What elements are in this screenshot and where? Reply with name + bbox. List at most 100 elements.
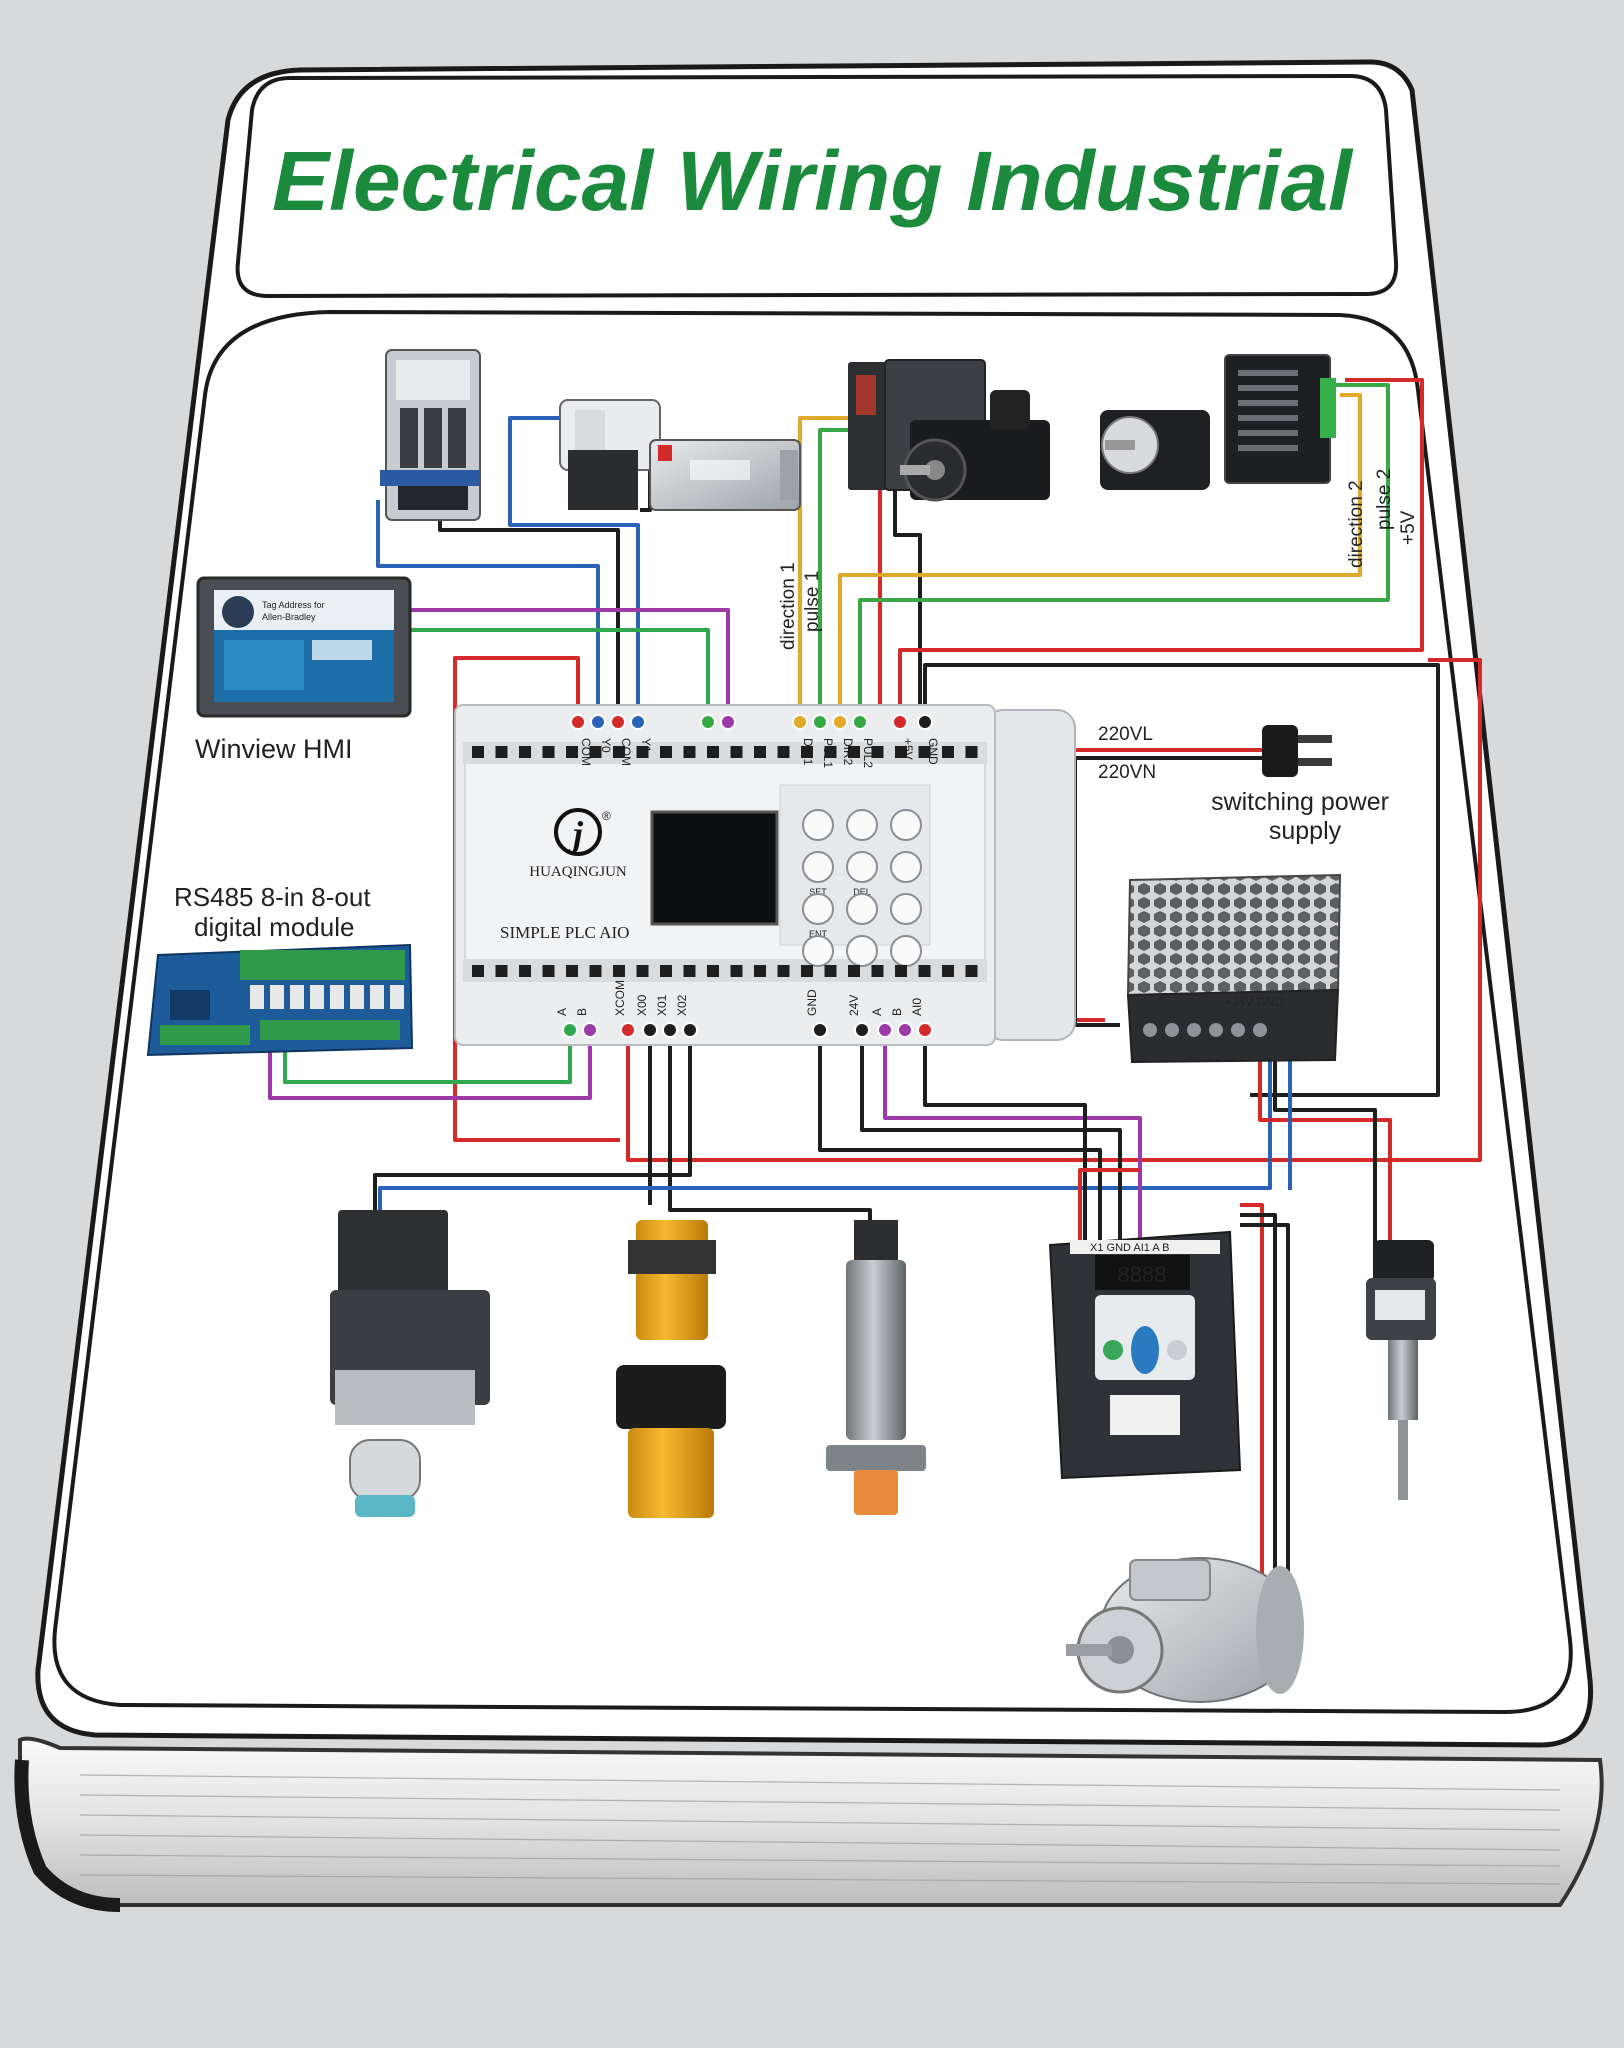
cover-title: Electrical Wiring Industrial	[272, 134, 1354, 228]
plc-screw	[777, 746, 790, 758]
plc-bottom-terminal	[917, 1022, 933, 1038]
plc-key	[846, 935, 878, 967]
plc-screw	[566, 746, 578, 758]
wire-stepper-yellow	[838, 393, 1362, 722]
plc-screw	[942, 746, 954, 758]
plc-top-terminal	[700, 714, 716, 730]
title-banner: Electrical Wiring Industrial	[235, 73, 1399, 299]
plc-logo-registered: ®	[602, 809, 611, 823]
plc-top-terminal	[720, 714, 736, 730]
vfd-inverter: X1 GND AI1 A B 8888	[1048, 1230, 1242, 1480]
plc-screw	[542, 746, 555, 758]
plc-key	[890, 809, 922, 841]
plc-bottom-terminal-label: B	[890, 1008, 904, 1016]
plc-key	[802, 851, 834, 883]
label-220vn: 220VN	[1098, 762, 1156, 783]
plc-screw	[589, 965, 602, 977]
wire-rs485-purple	[268, 1030, 592, 1100]
plc-top-terminal	[792, 714, 808, 730]
plc-key	[846, 851, 878, 883]
plc-key-label: SET	[809, 887, 827, 897]
plc-screw	[754, 746, 766, 758]
plc-bottom-terminal-label: X02	[675, 994, 689, 1016]
servo-drive-and-motor	[848, 359, 1050, 502]
label-220vl: 220VL	[1098, 724, 1153, 745]
plc-screw	[965, 746, 978, 758]
wire-rs485-green	[283, 1030, 572, 1084]
wire-stepper-green	[858, 383, 1390, 722]
plc-brand: HUAQINGJUN	[529, 864, 627, 880]
plc-top-terminal	[610, 714, 626, 730]
label-psu-line1: switching power	[1211, 788, 1389, 816]
plc-top-terminal	[852, 714, 868, 730]
plc-key	[846, 809, 878, 841]
plc-top-terminal	[892, 714, 908, 730]
plc-screw	[613, 965, 625, 977]
plc-screw	[848, 965, 860, 977]
plc-key	[890, 893, 922, 925]
solenoid-valve	[559, 399, 801, 511]
plc-top-terminal-label: PUL2	[861, 738, 875, 768]
plc-top-terminal	[570, 714, 586, 730]
plc-screw	[589, 746, 602, 758]
page-lines	[79, 1774, 1561, 1885]
plc-key	[846, 893, 878, 925]
wire-xcom-red	[626, 658, 1482, 1162]
hmi-screen-line2: Allen-Bradley	[262, 612, 316, 622]
vfd-display: 8888	[1118, 1262, 1167, 1287]
plc-bottom-terminal	[854, 1022, 870, 1038]
plc-screw	[730, 965, 743, 977]
limit-switch	[330, 1210, 490, 1517]
plc-model: SIMPLE PLC AIO	[500, 923, 629, 942]
plc-top-terminal-label: Y0	[599, 738, 613, 753]
plc-bottom-terminal-label: X00	[635, 994, 649, 1016]
plc-screw	[472, 965, 484, 977]
plc-bottom-terminal-label: A	[870, 1008, 884, 1016]
plc-key	[802, 935, 834, 967]
wire-motor-red	[1240, 1203, 1264, 1590]
plc-top-terminal	[832, 714, 848, 730]
plc-screw	[801, 965, 813, 977]
book-spine-edge	[14, 1759, 121, 1912]
vfd-terminal-labels: X1 GND AI1 A B	[1090, 1242, 1170, 1254]
plc-top-terminal	[590, 714, 606, 730]
plc-screw	[636, 746, 649, 758]
wire-servo-black	[893, 480, 922, 722]
label-psu-line2: supply	[1269, 817, 1342, 845]
plc-key-label: ENT	[809, 929, 828, 939]
stepper-motor-and-drive	[1100, 354, 1336, 490]
plc-screw	[660, 746, 672, 758]
plc-terminal-screws	[472, 746, 978, 977]
plc-screw	[519, 746, 531, 758]
psu-terminal-labels: +24V GND	[1225, 995, 1284, 1009]
switching-power-supply: +24V GND	[1126, 873, 1342, 1064]
wire-x02-black	[373, 1030, 692, 1230]
wire-servo-yellow	[798, 416, 860, 722]
plc-top-terminal	[812, 714, 828, 730]
plc-bottom-terminal	[620, 1022, 636, 1038]
hmi-screen-line1: Tag Address for	[262, 600, 325, 610]
electric-motor	[1066, 1557, 1304, 1703]
plc-screw	[707, 746, 719, 758]
plc-top-terminal-label: GND	[926, 738, 940, 765]
label-direction-2: direction 2	[1346, 480, 1367, 568]
label-direction-1: direction 1	[778, 562, 799, 650]
plc-bottom-terminal-label: GND	[805, 989, 819, 1016]
plc-screw	[730, 746, 743, 758]
plc-screw	[918, 746, 931, 758]
plc-screw	[683, 965, 696, 977]
plc-screw	[566, 965, 578, 977]
plc-screw	[918, 965, 931, 977]
wiring	[268, 378, 1482, 1590]
plc-screw	[472, 746, 484, 758]
wire-valve-blue	[508, 416, 640, 722]
wire-hmi-purple	[410, 608, 730, 722]
wire-motor-black-2	[1240, 1223, 1290, 1580]
plc-screw	[683, 746, 696, 758]
plc-screw	[965, 965, 978, 977]
plc-screw	[848, 746, 860, 758]
rs485-module	[146, 943, 414, 1057]
plc-screw	[636, 965, 649, 977]
